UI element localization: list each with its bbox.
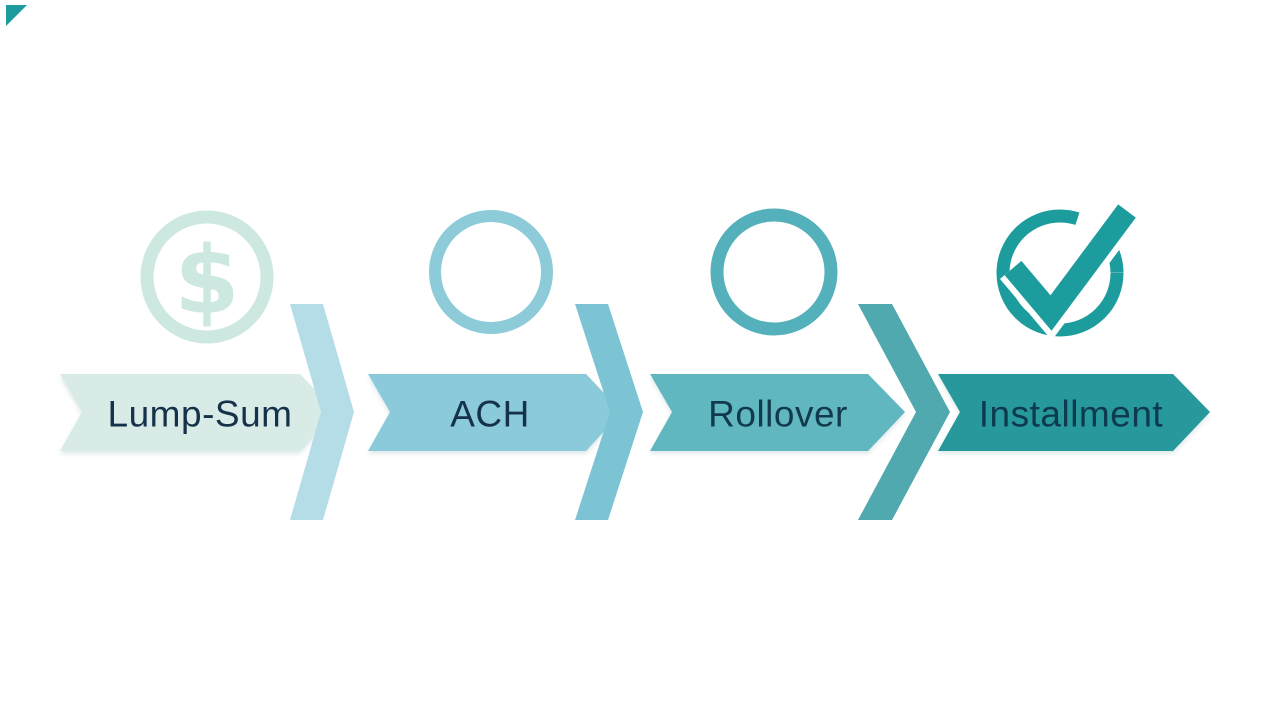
dollar-symbol: $	[174, 227, 239, 336]
circle-icon	[710, 208, 838, 336]
chevron-right-icon	[858, 304, 950, 520]
chevron-right-icon	[575, 304, 643, 520]
step-label-rollover: Rollover	[708, 394, 848, 435]
step-label-ach: ACH	[450, 394, 530, 435]
step-rollover: Rollover	[650, 208, 905, 451]
check-circle-icon	[996, 209, 1124, 337]
step-label-lump-sum: Lump-Sum	[108, 394, 293, 435]
corner-mark	[6, 5, 27, 26]
step-installment: Installment	[938, 200, 1210, 451]
banner-arrow-installment	[938, 374, 1210, 451]
banner-arrow-rollover	[650, 374, 905, 451]
chevron-right-icon	[290, 304, 354, 520]
banner-arrow-lump-sum	[60, 374, 336, 451]
step-ach: ACH	[368, 210, 622, 451]
banner-arrow-ach	[368, 374, 622, 451]
checkmark-icon	[1004, 204, 1136, 331]
step-lump-sum: $ Lump-Sum	[60, 210, 336, 451]
step-label-installment: Installment	[979, 394, 1164, 435]
dollar-circle-icon	[140, 210, 274, 344]
circle-icon	[429, 210, 553, 334]
